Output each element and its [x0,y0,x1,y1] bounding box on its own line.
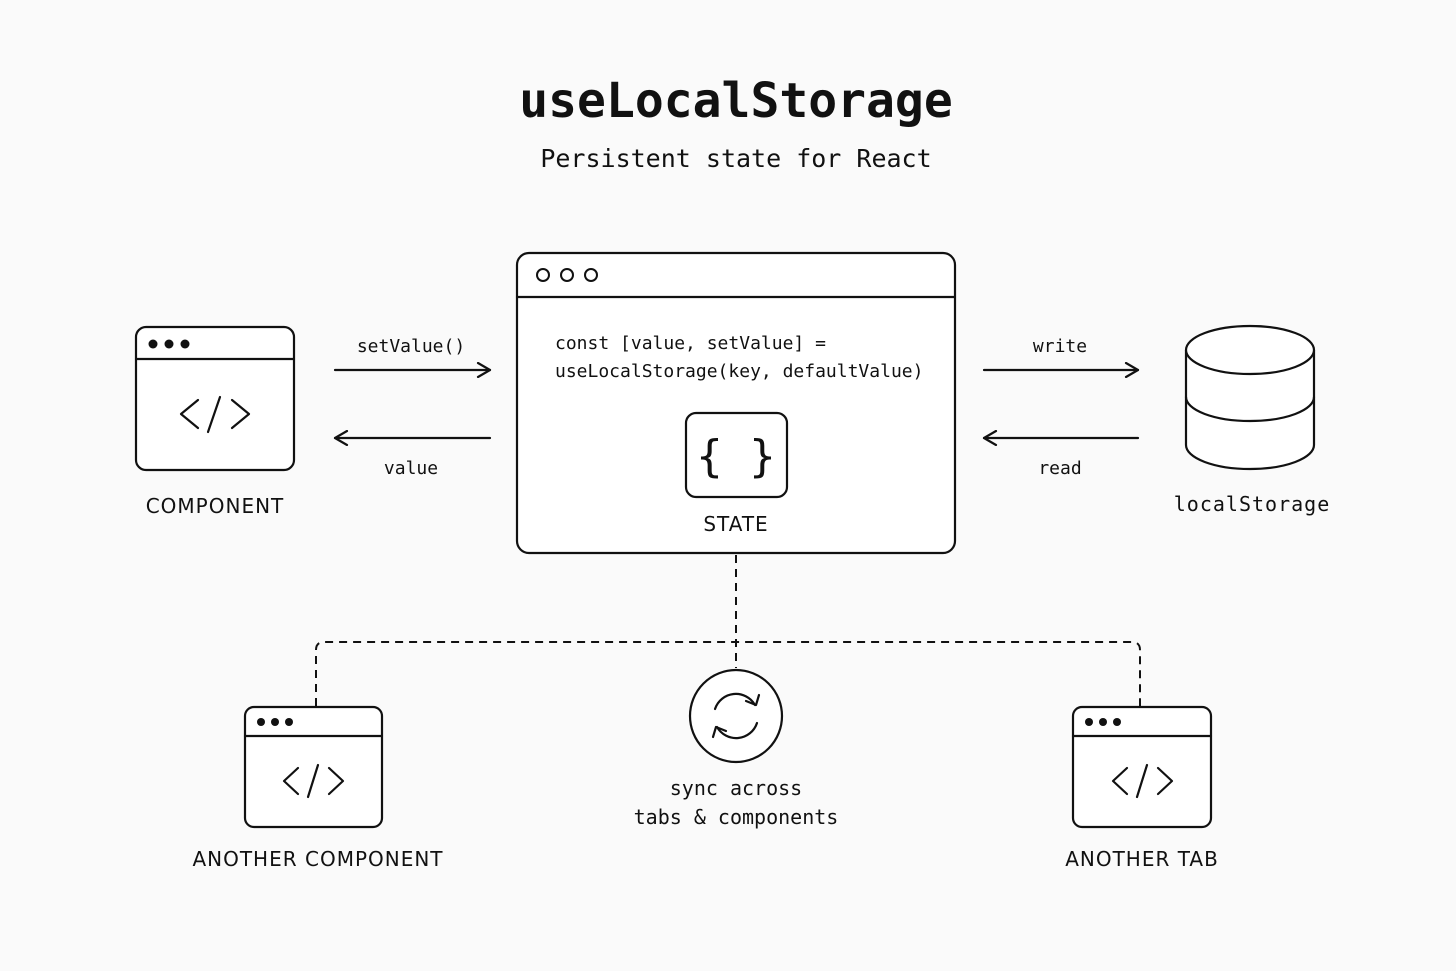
another-tab-label: ANOTHER TAB [1065,847,1219,871]
state-label: STATE [703,512,768,536]
edge-label-write: write [1033,336,1087,357]
code-line-2: useLocalStorage(key, defaultValue) [555,361,923,382]
another-component-window [243,705,384,829]
page-subtitle: Persistent state for React [540,144,931,173]
code-line-1: const [value, setValue] = [555,333,826,354]
edge-label-setvalue: setValue() [357,336,465,357]
sync-icon [688,668,784,764]
page-title: useLocalStorage [519,73,952,129]
curly-braces-icon: { } [684,411,789,499]
sync-connectors [315,555,1141,706]
svg-text:{ }: { } [696,431,775,482]
edge-label-read: read [1038,458,1081,479]
code-icon [179,395,251,434]
hook-window: const [value, setValue] = useLocalStorag… [515,251,957,555]
code-icon [1111,763,1174,799]
another-tab-window [1071,705,1213,829]
window-control-dot [536,268,550,282]
code-icon [282,763,345,799]
sync-label-line-2: tabs & components [634,805,839,829]
storage-label: localStorage [1174,492,1331,516]
window-control-dot [560,268,574,282]
component-label: COMPONENT [146,494,285,518]
sync-label-line-1: sync across [670,776,802,800]
another-component-label: ANOTHER COMPONENT [192,847,443,871]
window-control-dot [584,268,598,282]
edge-label-value: value [384,458,438,479]
component-window [134,325,296,472]
database-icon [1184,324,1316,471]
